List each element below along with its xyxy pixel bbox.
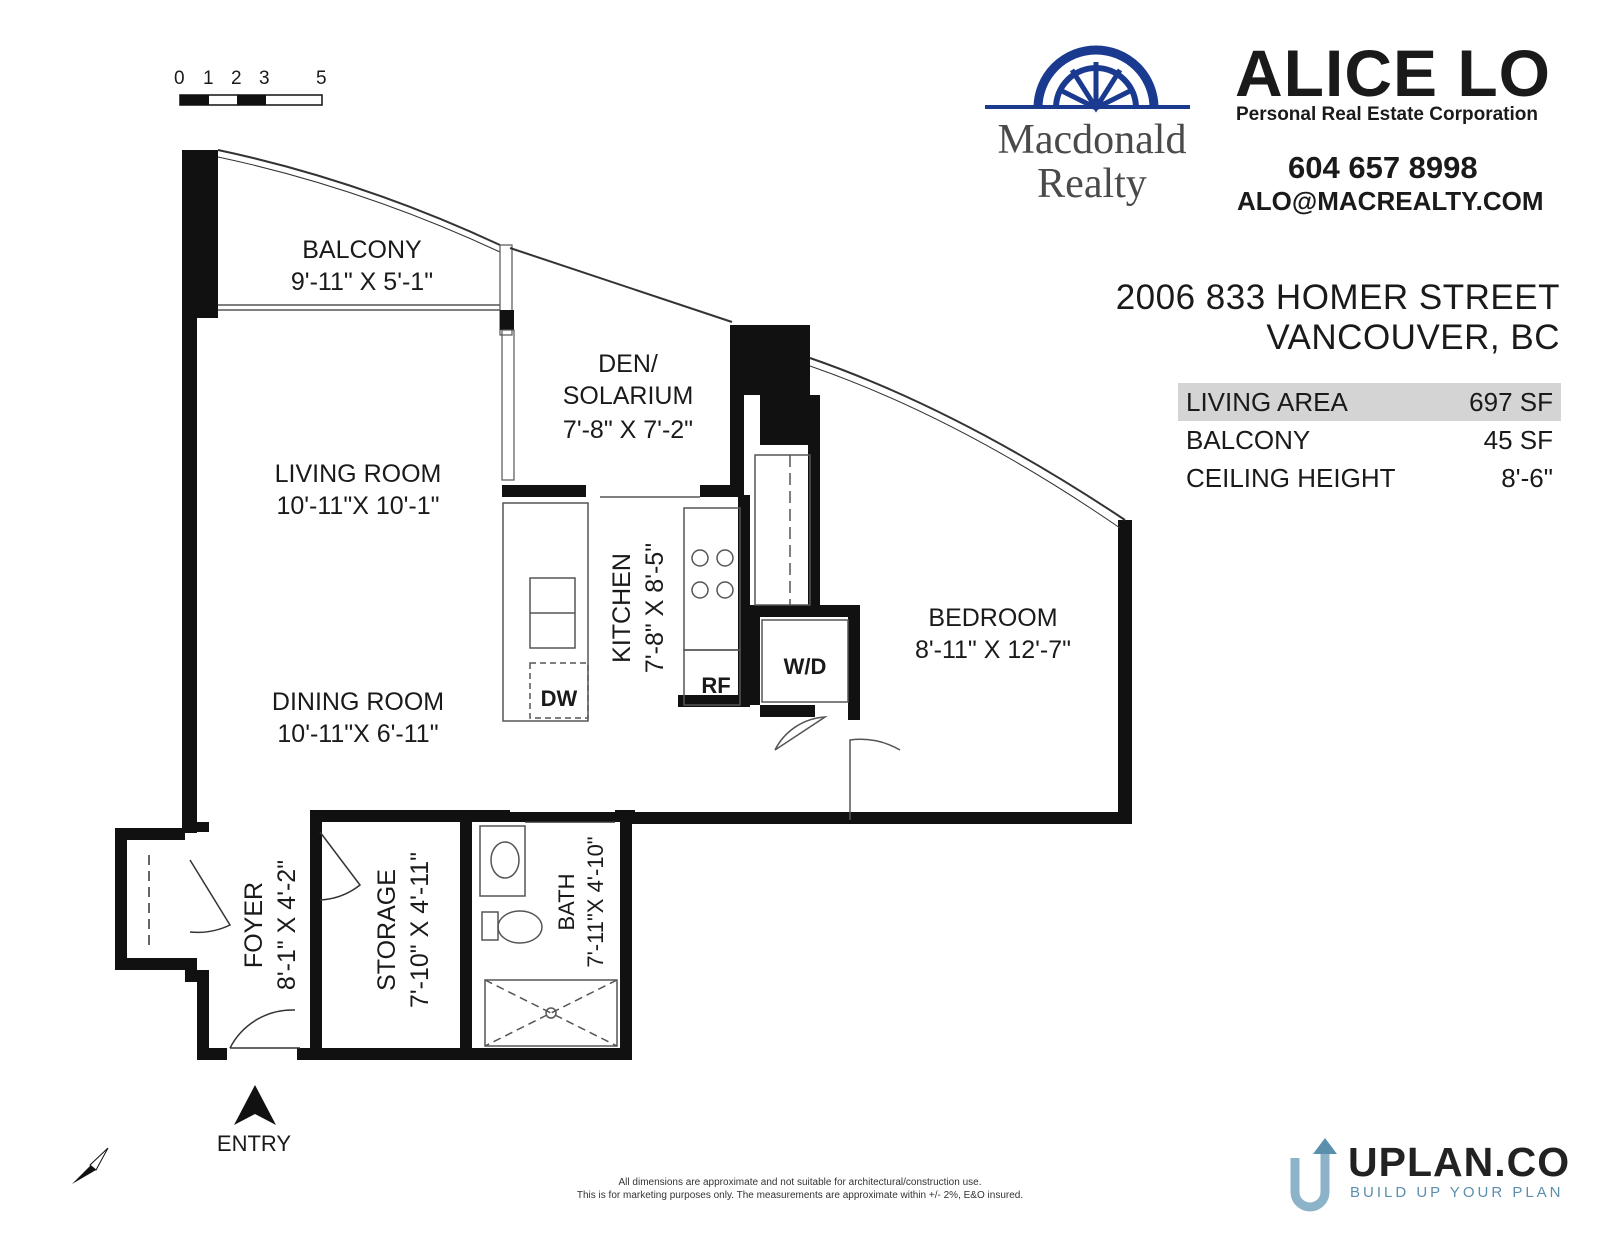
address-line1: 2006 833 HOMER STREET bbox=[1115, 278, 1560, 317]
dishwasher-label: DW bbox=[541, 686, 578, 711]
stat-row-ceiling-height: CEILING HEIGHT 8'-6" bbox=[1178, 459, 1561, 497]
stat-label: CEILING HEIGHT bbox=[1186, 462, 1396, 493]
uplan-logo-icon bbox=[1290, 1138, 1337, 1212]
scale-tick-5: 5 bbox=[316, 68, 327, 89]
foyer-dims: 8'-1" X 4'-2" bbox=[273, 860, 301, 990]
agent-subtitle: Personal Real Estate Corporation bbox=[1236, 104, 1538, 125]
scale-tick-2: 2 bbox=[231, 68, 242, 89]
disclaimer-line1: All dimensions are approximate and not s… bbox=[618, 1177, 982, 1188]
stat-value: 45 SF bbox=[1483, 424, 1553, 455]
stat-value: 697 SF bbox=[1469, 386, 1553, 417]
dining-dims: 10'-11"X 6'-11" bbox=[277, 720, 438, 748]
agent-name: ALICE LO bbox=[1235, 36, 1551, 110]
bath-name: BATH bbox=[554, 873, 579, 930]
living-dims: 10'-11"X 10'-1" bbox=[276, 492, 439, 520]
stat-label: LIVING AREA bbox=[1186, 386, 1348, 417]
fridge-label: RF bbox=[701, 673, 730, 698]
area-stats-table: LIVING AREA 697 SF BALCONY 45 SF CEILING… bbox=[1178, 383, 1561, 497]
den-dims: 7'-8" X 7'-2" bbox=[563, 416, 693, 444]
stat-row-living-area: LIVING AREA 697 SF bbox=[1178, 383, 1561, 421]
stat-label: BALCONY bbox=[1186, 424, 1311, 455]
brand-name-line1: Macdonald bbox=[997, 117, 1187, 163]
bath-fixtures bbox=[479, 825, 618, 1047]
walls bbox=[115, 310, 1132, 1060]
brand-name-line2: Realty bbox=[1037, 161, 1147, 207]
storage-dims: 7'-10" X 4'-11" bbox=[406, 852, 434, 1008]
stat-row-balcony: BALCONY 45 SF bbox=[1178, 421, 1561, 459]
washer-dryer-label: W/D bbox=[784, 654, 827, 679]
scale-tick-3: 3 bbox=[259, 68, 270, 89]
agent-phone: 604 657 8998 bbox=[1288, 150, 1478, 185]
disclaimer: All dimensions are approximate and not s… bbox=[480, 1176, 1120, 1202]
bedroom-dims: 8'-11" X 12'-7" bbox=[915, 636, 1071, 664]
storage-name: STORAGE bbox=[373, 869, 401, 991]
kitchen-name: KITCHEN bbox=[608, 553, 636, 663]
room-labels: BALCONY 9'-11" X 5'-1" DEN/ SOLARIUM 7'-… bbox=[240, 236, 1071, 1008]
scale-tick-0: 0 bbox=[174, 68, 185, 89]
entry-label: ENTRY bbox=[217, 1131, 291, 1156]
address-line2: VANCOUVER, BC bbox=[1266, 318, 1560, 357]
living-name: LIVING ROOM bbox=[275, 460, 442, 488]
bath-dims: 7'-11"X 4'-10" bbox=[583, 836, 608, 967]
doors bbox=[148, 821, 615, 1049]
scale-bar: 0 1 2 3 5 bbox=[174, 68, 327, 106]
uplan-name: UPLAN.CO bbox=[1348, 1139, 1571, 1185]
stat-value: 8'-6" bbox=[1501, 462, 1553, 493]
kitchen-dims: 7'-8" X 8'-5" bbox=[641, 543, 669, 673]
balcony-dims: 9'-11" X 5'-1" bbox=[291, 268, 433, 296]
north-arrow-icon bbox=[72, 1147, 109, 1184]
bedroom-name: BEDROOM bbox=[928, 604, 1057, 632]
scale-tick-1: 1 bbox=[203, 68, 214, 89]
entry-marker: ENTRY bbox=[217, 1085, 291, 1156]
agent-email: ALO@MACREALTY.COM bbox=[1237, 186, 1544, 216]
dining-name: DINING ROOM bbox=[272, 688, 444, 716]
den-name-1: DEN/ bbox=[598, 350, 658, 378]
disclaimer-line2: This is for marketing purposes only. The… bbox=[576, 1190, 1024, 1201]
brand-name: Macdonald Realty bbox=[982, 118, 1202, 206]
balcony-area bbox=[182, 149, 513, 336]
den-name-2: SOLARIUM bbox=[563, 382, 694, 410]
foyer-name: FOYER bbox=[240, 882, 268, 968]
balcony-name: BALCONY bbox=[302, 236, 422, 264]
uplan-tagline: BUILD UP YOUR PLAN bbox=[1350, 1184, 1564, 1201]
macdonald-realty-logo-icon bbox=[985, 45, 1190, 113]
kitchen-counters bbox=[502, 454, 901, 820]
